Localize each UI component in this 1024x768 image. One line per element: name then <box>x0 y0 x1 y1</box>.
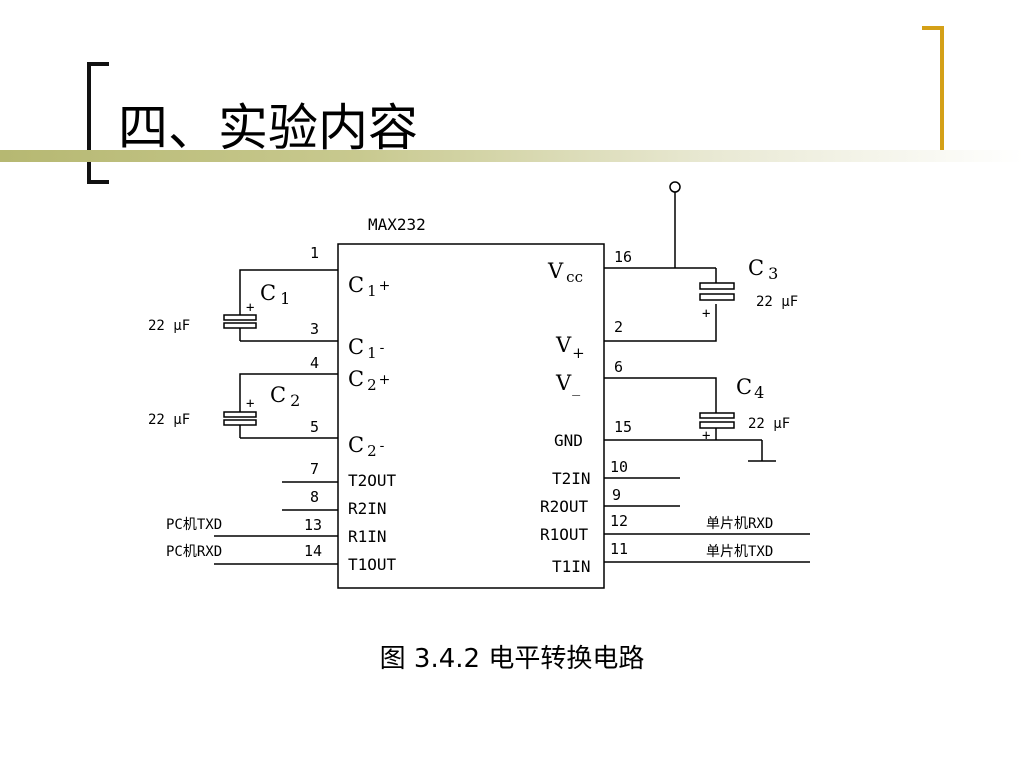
pin-number: 13 <box>304 516 322 534</box>
pin-label-t1in: T1IN <box>552 557 591 576</box>
c2-top-wire <box>239 373 280 412</box>
pin-label-gnd: GND <box>554 431 583 450</box>
pin-number: 1 <box>310 244 319 262</box>
mcu-txd-label: 单片机TXD <box>706 544 773 560</box>
pin-label-r1in: R1IN <box>348 527 387 546</box>
pc-rxd-label: PC机RXD <box>166 544 222 560</box>
c1-plate-bottom <box>223 322 257 329</box>
left-bracket-decoration <box>87 62 109 184</box>
circuit-wires <box>214 181 810 589</box>
c2-plate-bottom <box>223 419 257 426</box>
pin-number: 14 <box>304 542 322 560</box>
capacitor-symbols <box>223 282 735 429</box>
pin-number: 11 <box>610 540 628 558</box>
c2-value: 22 μF <box>148 412 190 428</box>
c2-plate-top <box>223 411 257 418</box>
c3-plate-top <box>699 282 735 290</box>
pin-number: 9 <box>612 486 621 504</box>
title-underline-bar <box>0 150 1024 162</box>
pin-2-wire <box>604 304 717 342</box>
pin-number: 3 <box>310 320 319 338</box>
pin-number: 10 <box>610 458 628 476</box>
c2-plus-sign: + <box>246 396 254 412</box>
pin-label-t2out: T2OUT <box>348 471 397 490</box>
c1-plate-top <box>223 314 257 321</box>
pin-number: 4 <box>310 354 319 372</box>
pin-6-wire <box>604 377 717 413</box>
chip-name: MAX232 <box>368 215 426 234</box>
pin-label-t1out: T1OUT <box>348 555 397 574</box>
c1-plus-sign: + <box>246 300 254 316</box>
pin-number: 2 <box>614 318 623 336</box>
pin-label-r1out: R1OUT <box>540 525 589 544</box>
figure-caption: 图 3.4.2 电平转换电路 <box>379 644 645 674</box>
pin-number: 16 <box>614 248 632 266</box>
pin-number: 5 <box>310 418 319 436</box>
slide-title: 四、实验内容 <box>118 99 418 157</box>
c4-plate-bottom <box>699 421 735 429</box>
pin-number: 8 <box>310 488 319 506</box>
c1-top-wire <box>239 269 280 315</box>
c4-plus-sign: + <box>702 428 710 444</box>
pin-label-r2in: R2IN <box>348 499 387 518</box>
pin-number: 7 <box>310 460 319 478</box>
c4-value: 22 μF <box>748 416 790 432</box>
mcu-rxd-label: 单片机RXD <box>706 516 773 532</box>
pin-number: 12 <box>610 512 628 530</box>
max232-chip-body <box>337 243 605 589</box>
c3-plate-bottom <box>699 293 735 301</box>
pin-label-t2in: T2IN <box>552 469 591 488</box>
vcc-terminal <box>669 181 681 193</box>
pin-number: 15 <box>614 418 632 436</box>
c3-plus-sign: + <box>702 306 710 322</box>
pc-txd-label: PC机TXD <box>166 517 222 533</box>
c1-value: 22 μF <box>148 318 190 334</box>
pin-label-v-plus: V+ <box>555 333 585 362</box>
pin-label-r2out: R2OUT <box>540 497 589 516</box>
c4-plate-top <box>699 412 735 419</box>
c3-value: 22 μF <box>756 294 798 310</box>
pin-number: 6 <box>614 358 623 376</box>
pin-label-v-minus: V_ <box>555 371 580 396</box>
